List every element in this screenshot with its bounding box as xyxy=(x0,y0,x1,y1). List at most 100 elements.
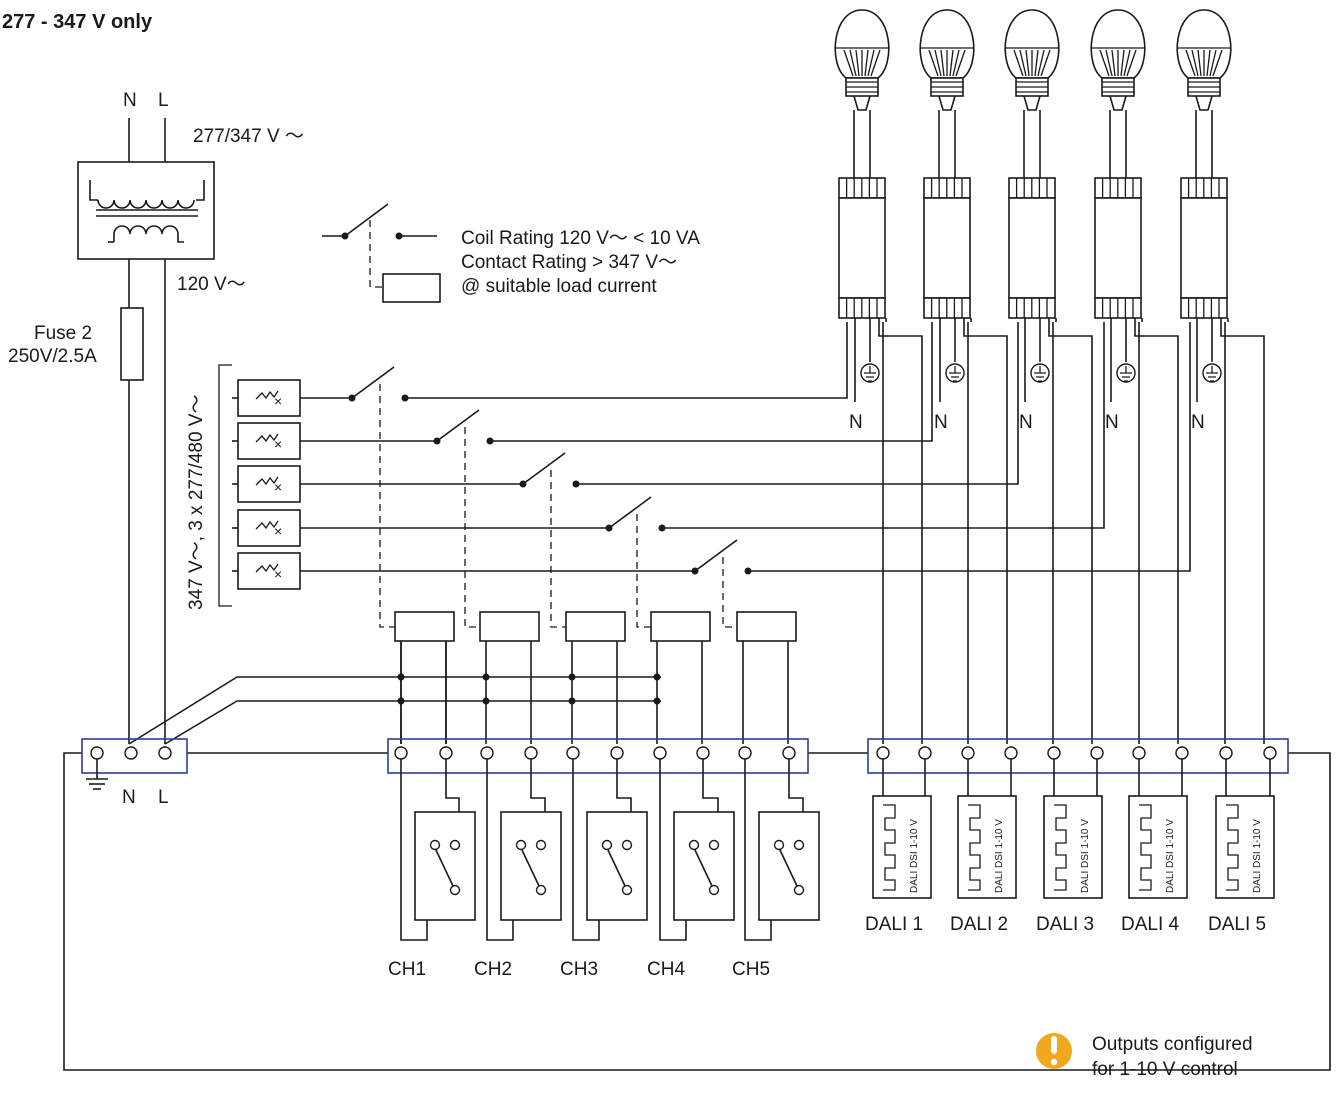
dali-mode-label: DALI DSI 1-10 V xyxy=(909,819,920,893)
breaker-box xyxy=(237,422,301,460)
coil-rating: Coil Rating 120 V～ < 10 VA xyxy=(461,228,700,249)
relay-coil-3 xyxy=(550,470,626,744)
mains-input: N L 277/347 V ～ xyxy=(123,90,304,162)
dali-output-4: DALI DSI 1-10 V DALI 4 xyxy=(1121,759,1188,935)
dali-label: DALI 3 xyxy=(1036,914,1094,935)
dali-label: DALI 4 xyxy=(1121,914,1180,935)
relay-output-box xyxy=(414,811,476,921)
channel-label: CH4 xyxy=(647,959,685,980)
led-driver xyxy=(923,197,971,299)
lamp-bulb xyxy=(834,9,890,79)
note-line1: Outputs configured xyxy=(1092,1034,1253,1055)
channel-terminal xyxy=(566,746,580,760)
driver-neutral-label: N xyxy=(934,412,948,433)
dali-mode-label: DALI DSI 1-10 V xyxy=(1080,819,1091,893)
driver-neutral-label: N xyxy=(849,412,863,433)
supply-breaker-3: × xyxy=(232,322,1019,503)
fuse-rating: 250V/2.5A xyxy=(8,346,97,367)
breaker-box xyxy=(237,509,301,547)
dali-terminal xyxy=(961,746,975,760)
dali-driver-box xyxy=(1128,795,1188,899)
breaker-group: ××××× xyxy=(232,322,1191,590)
dali-label: DALI 5 xyxy=(1208,914,1266,935)
lamp-bulb xyxy=(1090,9,1146,79)
breaker-trip-mark: × xyxy=(274,523,282,539)
led-driver xyxy=(1180,197,1228,299)
warning-icon xyxy=(1036,1033,1072,1069)
dali-driver-box xyxy=(872,795,932,899)
channel-terminal xyxy=(738,746,752,760)
terminal-line-label: L xyxy=(158,787,169,808)
lamp-bulb xyxy=(919,9,975,79)
relay-output-box xyxy=(500,811,562,921)
channel-terminal xyxy=(782,746,796,760)
fixture-3: N xyxy=(1004,9,1093,744)
load-note: @ suitable load current xyxy=(461,276,657,297)
contact-rating: Contact Rating > 347 V～ xyxy=(461,252,677,273)
fuse-label: Fuse 2 xyxy=(34,323,92,344)
lamp-bulb xyxy=(1176,9,1232,79)
dali-output-1: DALI DSI 1-10 V DALI 1 xyxy=(865,759,932,935)
channel-label: CH3 xyxy=(560,959,598,980)
coil-box xyxy=(650,611,711,642)
channel-terminal xyxy=(480,746,494,760)
fixture-4: N xyxy=(1090,9,1179,744)
fixture-2: N xyxy=(919,9,1008,744)
relay-coil-1 xyxy=(379,384,455,744)
supply-breaker-4: × xyxy=(232,322,1105,547)
relay-coil-5 xyxy=(722,557,797,744)
relay-coil-2 xyxy=(464,427,540,744)
fuse xyxy=(120,307,144,381)
diagram-title: 277 - 347 V only xyxy=(2,11,153,33)
dali-output-3: DALI DSI 1-10 V DALI 3 xyxy=(1036,759,1103,935)
mains-terminal-strip xyxy=(81,738,188,774)
secondary-voltage-label: 120 V～ xyxy=(177,274,246,295)
relay-output-box xyxy=(673,811,735,921)
dali-terminal xyxy=(876,746,890,760)
dali-terminal xyxy=(1004,746,1018,760)
channel-terminal xyxy=(524,746,538,760)
channel-1: CH1 xyxy=(388,759,476,980)
supply-breaker-2: × xyxy=(232,322,933,460)
driver-neutral-label: N xyxy=(1019,412,1033,433)
coil-box xyxy=(394,611,455,642)
relay-legend xyxy=(322,203,441,303)
channel-terminal xyxy=(696,746,710,760)
breaker-trip-mark: × xyxy=(274,479,282,495)
breaker-trip-mark: × xyxy=(274,436,282,452)
breaker-trip-mark: × xyxy=(274,393,282,409)
dali-terminal xyxy=(918,746,932,760)
coil-box xyxy=(565,611,626,642)
note: Outputs configured for 1-10 V control xyxy=(1036,1033,1253,1080)
supply-breaker-1: × xyxy=(232,322,848,417)
dali-terminal xyxy=(1132,746,1146,760)
device-housing xyxy=(63,752,1331,1071)
channel-5: CH5 xyxy=(732,759,820,980)
led-driver xyxy=(1008,197,1056,299)
led-driver xyxy=(1094,197,1142,299)
dali-terminal xyxy=(1263,746,1277,760)
supply-breaker-5: × xyxy=(232,322,1191,590)
channel-2: CH2 xyxy=(474,759,562,980)
coil-bus xyxy=(128,641,661,745)
dali-driver-box xyxy=(957,795,1017,899)
dali-terminal-strip xyxy=(867,738,1289,774)
breaker-box xyxy=(237,552,301,590)
channel-label: CH2 xyxy=(474,959,512,980)
mains-line-label: L xyxy=(158,90,169,111)
channel-3: CH3 xyxy=(560,759,648,980)
channel-label: CH1 xyxy=(388,959,426,980)
transformer xyxy=(77,161,215,260)
relay-output-box xyxy=(758,811,820,921)
lamp-bulb xyxy=(1004,9,1060,79)
mains-terminals xyxy=(86,746,172,790)
dali-mode-label: DALI DSI 1-10 V xyxy=(1165,819,1176,893)
coil-box xyxy=(479,611,540,642)
dali-terminal xyxy=(1219,746,1233,760)
dali-label: DALI 1 xyxy=(865,914,923,935)
relay-terminal-strip xyxy=(387,738,809,774)
